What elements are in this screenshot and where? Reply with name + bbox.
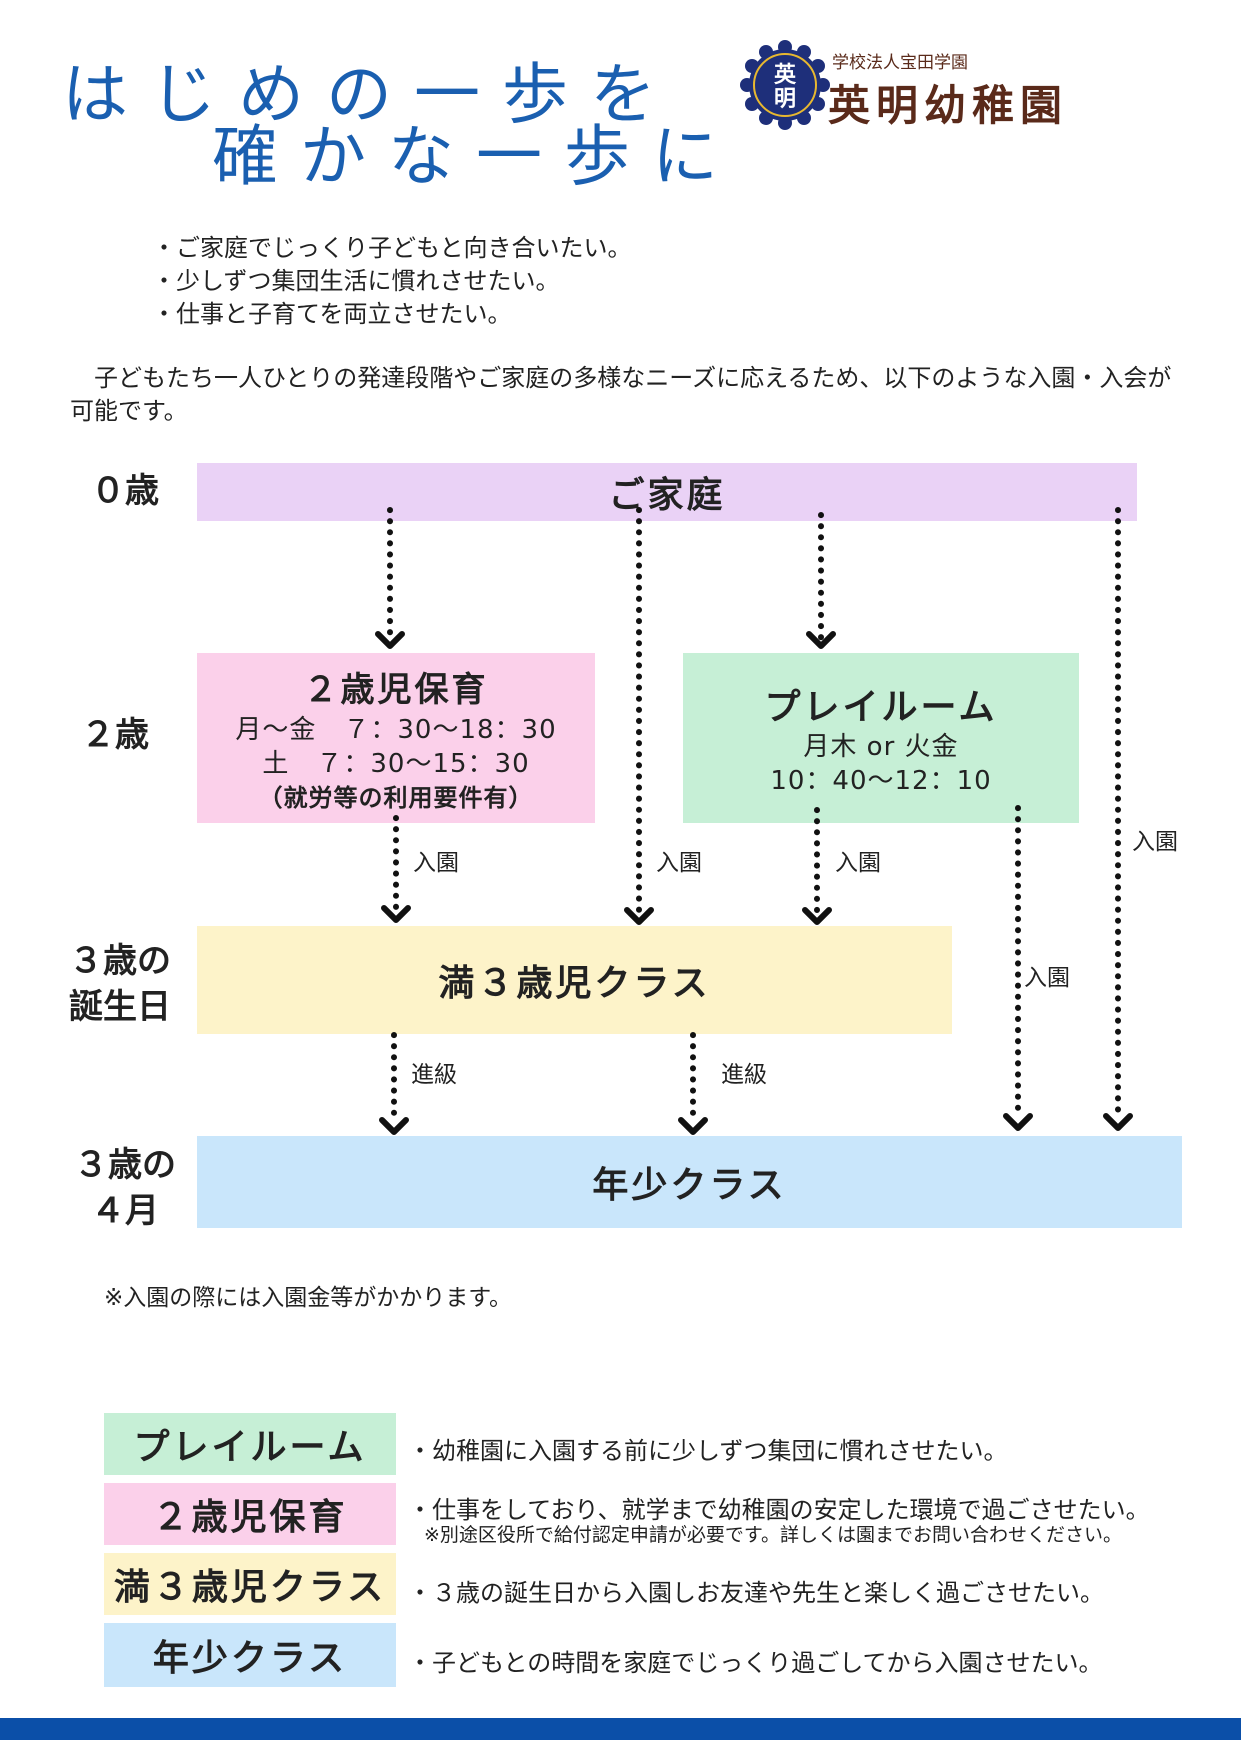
logo: 英 明 学校法人宝田学園 英明幼稚園: [740, 40, 1070, 135]
emblem-text-top: 英: [774, 63, 797, 88]
arrow-home-to-playroom: [806, 512, 836, 649]
age3-class-box: 満３歳児クラス: [197, 926, 952, 1034]
legend-nenshou-box: 年少クラス: [104, 1623, 396, 1687]
playroom-box: プレイルーム 月木 or 火金 10：40～12：10: [683, 653, 1079, 823]
bullet-item: ・少しずつ集団生活に慣れさせたい。: [152, 267, 560, 295]
age-label-0: ０歳: [91, 471, 159, 511]
arrow-label-advance: 進級: [721, 1062, 767, 1088]
arrow-label-enter: 入園: [1132, 829, 1178, 855]
arrow-label-enter: 入園: [656, 850, 702, 876]
logo-school-name: 英明幼稚園: [828, 81, 1069, 130]
arrow-playroom-to-nenshou: [1003, 805, 1033, 1131]
legend-playroom-text: ・幼稚園に入園する前に少しずつ集団に慣れさせたい。: [408, 1437, 1008, 1465]
home-box-label: ご家庭: [608, 475, 726, 516]
legend-playroom-box: プレイルーム: [104, 1413, 396, 1475]
home-box: ご家庭: [197, 463, 1137, 521]
logo-org-name: 学校法人宝田学園: [832, 53, 968, 73]
arrow-playroom-to-age3: [802, 807, 832, 925]
bullet-item: ・仕事と子育てを両立させたい。: [152, 300, 512, 328]
legend-age3-text: ・３歳の誕生日から入園しお友達や先生と楽しく過ごさせたい。: [408, 1579, 1104, 1607]
age3-class-label: 満３歳児クラス: [438, 963, 711, 1004]
bullet-list: ・ご家庭でじっくり子どもと向き合いたい。 ・少しずつ集団生活に慣れさせたい。 ・…: [152, 232, 632, 331]
emblem-text-bottom: 明: [774, 87, 796, 112]
arrow-home-to-age3: [624, 507, 654, 925]
nenshou-class-box: 年少クラス: [197, 1136, 1182, 1228]
legend-nursery-subnote: ※別途区役所で給付認定申請が必要です。詳しくは園までお問い合わせください。: [424, 1524, 1123, 1546]
emblem-icon: 英 明: [740, 40, 830, 130]
nursery-hours-saturday: 土 ７：30～15：30: [262, 748, 530, 779]
playroom-title: プレイルーム: [764, 687, 998, 728]
arrow-label-advance: 進級: [411, 1062, 457, 1088]
intro-paragraph: 子どもたち一人ひとりの発達段階やご家庭の多様なニーズに応えるため、以下のような入…: [70, 364, 1172, 425]
age-label-2: ２歳: [81, 715, 149, 755]
arrow-age3-to-nenshou-1: [379, 1032, 409, 1135]
legend-age3-box: 満３歳児クラス: [104, 1553, 396, 1615]
title-line-1: はじめの一歩を: [62, 56, 678, 133]
age-label-3-birthday: ３歳の 誕生日: [69, 941, 171, 1027]
nursery-requirement: （就労等の利用要件有）: [258, 783, 534, 812]
nursery-hours-weekday: 月～金 ７：30～18：30: [235, 714, 557, 745]
arrow-label-enter: 入園: [835, 850, 881, 876]
arrow-home-to-nenshou: [1103, 507, 1133, 1131]
arrow-home-to-nursery: [375, 507, 405, 649]
footer-bar: [0, 1718, 1241, 1740]
playroom-days: 月木 or 火金: [803, 732, 959, 762]
nursery-box: ２歳児保育 月～金 ７：30～18：30 土 ７：30～15：30 （就労等の利…: [197, 653, 595, 823]
fee-note: ※入園の際には入園金等がかかります。: [104, 1285, 512, 1311]
arrow-age3-to-nenshou-2: [678, 1032, 708, 1135]
title-line-2: 確かな一歩に: [212, 118, 740, 195]
legend-nenshou-text: ・子どもとの時間を家庭でじっくり過ごしてから入園させたい。: [408, 1649, 1103, 1677]
arrow-nursery-to-age3: [381, 815, 411, 923]
arrow-label-enter: 入園: [1024, 965, 1070, 991]
nenshou-class-label: 年少クラス: [592, 1165, 787, 1206]
playroom-hours: 10：40～12：10: [770, 766, 992, 796]
nursery-title: ２歳児保育: [303, 669, 489, 710]
legend-nursery-box: ２歳児保育: [104, 1483, 396, 1545]
legend-nursery-text: ・仕事をしており、就学まで幼稚園の安定した環境で過ごさせたい。: [408, 1496, 1150, 1524]
bullet-item: ・ご家庭でじっくり子どもと向き合いたい。: [152, 234, 632, 262]
arrow-label-enter: 入園: [413, 850, 459, 876]
age-label-3-april: ３歳の ４月: [74, 1145, 176, 1231]
